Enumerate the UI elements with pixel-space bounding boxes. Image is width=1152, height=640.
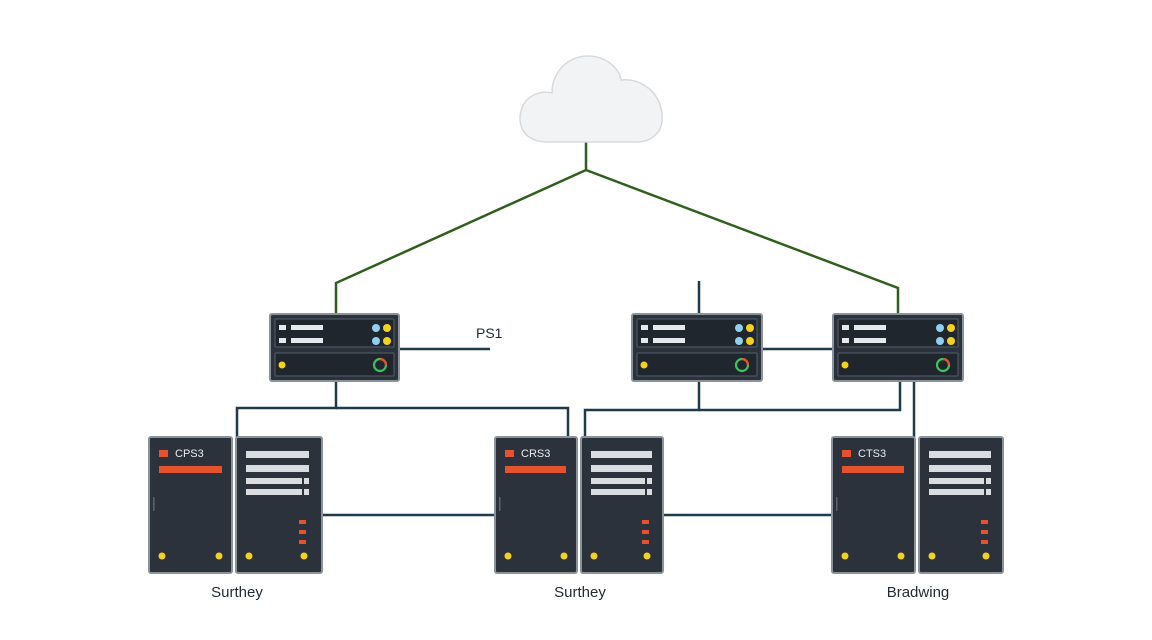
server-group-3[interactable]: CTS3 xyxy=(831,436,1004,574)
switch-1[interactable] xyxy=(269,313,400,382)
server-rack-icon xyxy=(580,436,664,574)
switch-3-drop-link-a xyxy=(699,381,902,412)
cloud-to-switch-3-link xyxy=(585,168,900,314)
switch-3[interactable] xyxy=(832,313,964,382)
server-2-label: CRS3 xyxy=(521,448,550,460)
server-rack-icon: CPS3 xyxy=(148,436,233,574)
switch-2-to-server-2-link xyxy=(583,381,701,438)
switch-1-to-server-2-link xyxy=(336,406,570,438)
server-group-1[interactable]: CPS3 xyxy=(148,436,323,574)
server-group-2[interactable]: CRS3 xyxy=(494,436,664,574)
server-rack-icon xyxy=(235,436,323,574)
network-switch-icon xyxy=(631,313,763,382)
switch-1-label: PS1 xyxy=(476,325,503,341)
group-label-2: Surthey xyxy=(554,584,606,601)
switch-2[interactable] xyxy=(631,313,763,382)
group-label-3: Bradwing xyxy=(886,584,950,601)
lan-links xyxy=(235,281,916,517)
cloud-to-switch-1-link xyxy=(334,168,587,314)
server-3-label: CTS3 xyxy=(858,448,886,460)
wan-links xyxy=(334,140,900,314)
server-rack-icon xyxy=(918,436,1004,574)
cloud-icon xyxy=(519,55,663,143)
server-rack-icon: CTS3 xyxy=(831,436,916,574)
network-switch-icon xyxy=(269,313,400,382)
group-label-1: Surthey xyxy=(211,584,263,601)
switch-1-to-server-1-link xyxy=(235,381,338,438)
server-1-label: CPS3 xyxy=(175,448,204,460)
network-switch-icon xyxy=(832,313,964,382)
server-rack-icon: CRS3 xyxy=(494,436,578,574)
